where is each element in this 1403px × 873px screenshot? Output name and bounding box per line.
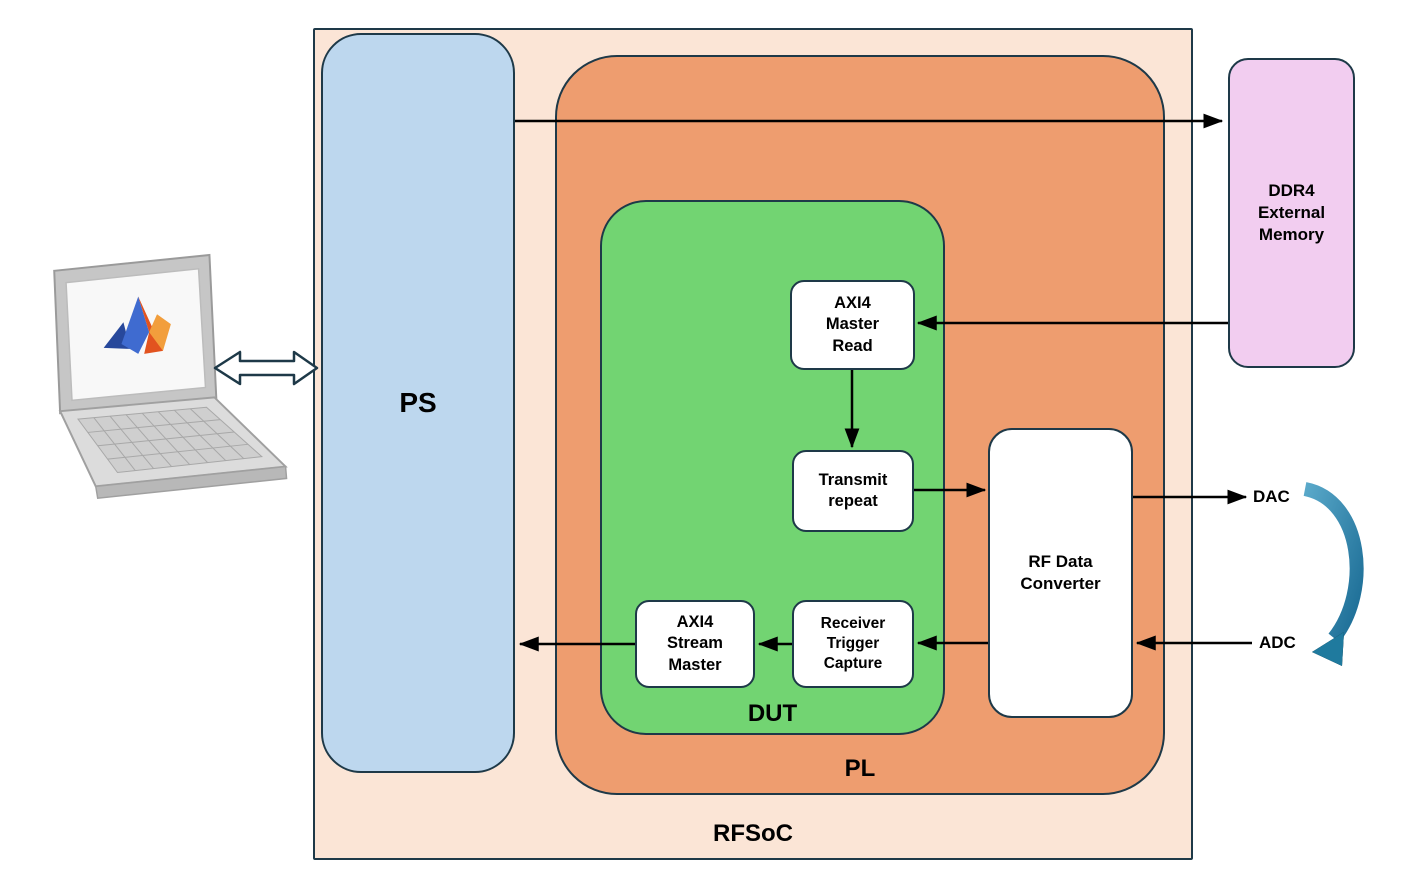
pl-label: PL (844, 755, 876, 782)
rf-data-converter-block: RF Data Converter (988, 428, 1133, 718)
ps-label: PS (399, 387, 437, 418)
transmit-repeat-block: Transmit repeat (792, 450, 914, 532)
laptop-svg (53, 253, 288, 500)
rfsoc-label: RFSoC (713, 820, 793, 847)
dut-label: DUT (747, 700, 798, 727)
laptop-icon (26, 253, 294, 515)
axi4-master-read-block: AXI4 Master Read (790, 280, 915, 370)
dac-adc-loopback-arrowhead (1312, 632, 1344, 666)
adc-label: ADC (1259, 633, 1296, 652)
axi4-stream-master-block: AXI4 Stream Master (635, 600, 755, 688)
ps-region: PS (321, 33, 515, 773)
receiver-trigger-capture-block: Receiver Trigger Capture (792, 600, 914, 688)
dac-adc-loopback-arrow (1303, 482, 1364, 643)
ddr4-external-memory-block: DDR4 External Memory (1228, 58, 1355, 368)
matlab-logo-icon (103, 296, 171, 354)
dac-label: DAC (1253, 487, 1290, 506)
